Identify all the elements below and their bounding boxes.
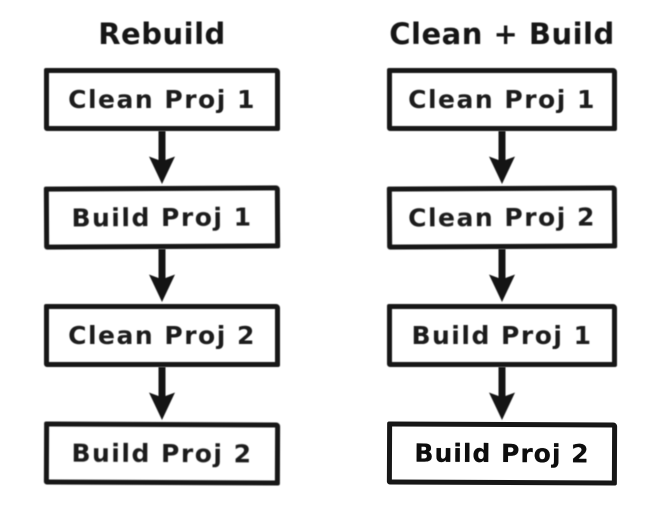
down-arrow-icon: [489, 249, 515, 302]
step-box: Build Proj 1: [43, 185, 281, 250]
step-label: Clean Proj 2: [408, 202, 596, 233]
flow-rebuild: Rebuild Clean Proj 1 Build Proj 1 Clean …: [34, 14, 290, 486]
step-box: Clean Proj 2: [386, 185, 618, 250]
down-arrow-icon: [149, 131, 175, 184]
flow-title-rebuild: Rebuild: [98, 17, 226, 51]
step-box: Build Proj 2: [43, 421, 281, 486]
step-label: Build Proj 2: [414, 438, 590, 469]
step-label: Clean Proj 1: [408, 85, 596, 114]
step-box: Clean Proj 1: [44, 68, 280, 131]
down-arrow-icon: [489, 367, 515, 420]
flow-title-clean-build: Clean + Build: [389, 17, 615, 51]
step-label: Build Proj 2: [71, 438, 253, 469]
down-arrow-icon: [149, 249, 175, 302]
down-arrow-icon: [149, 367, 175, 420]
step-label: Build Proj 1: [71, 202, 253, 233]
step-box: Clean Proj 2: [44, 304, 280, 367]
flow-clean-build: Clean + Build Clean Proj 1 Clean Proj 2 …: [378, 14, 626, 486]
step-box: Build Proj 1: [387, 304, 617, 367]
step-box: Build Proj 2: [386, 421, 618, 486]
step-label: Clean Proj 1: [68, 85, 256, 114]
down-arrow-icon: [489, 131, 515, 184]
step-label: Clean Proj 2: [68, 321, 256, 350]
step-label: Build Proj 1: [411, 321, 593, 350]
step-box: Clean Proj 1: [387, 68, 617, 131]
